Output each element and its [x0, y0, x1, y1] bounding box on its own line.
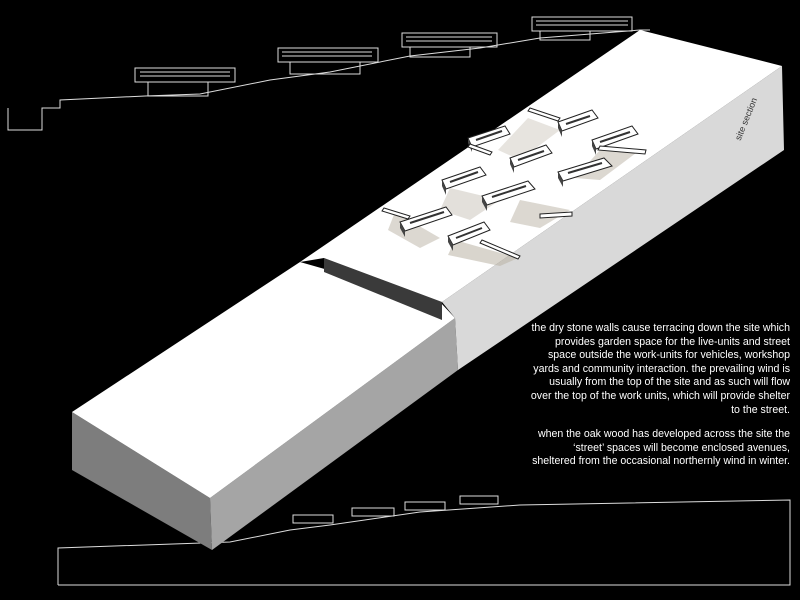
- description-paragraph-2: when the oak wood has developed across t…: [532, 428, 790, 468]
- housing-unit: [557, 109, 599, 137]
- housing-unit: [447, 221, 491, 251]
- housing-unit: [509, 144, 553, 173]
- housing-unit: [399, 206, 453, 237]
- upper-elevation-building-3: [401, 32, 498, 58]
- site-model-lower-block: [72, 262, 458, 550]
- description-paragraph-1: the dry stone walls cause terracing down…: [530, 322, 790, 416]
- upper-elevation-building-1: [134, 67, 236, 97]
- lower-block-top: [72, 262, 455, 498]
- upper-block-step-face: [324, 258, 442, 320]
- housing-units: [381, 107, 647, 260]
- housing-unit: [557, 157, 613, 187]
- lower-block-side: [72, 412, 212, 550]
- lower-site-section-elevation: [57, 495, 791, 586]
- housing-unit: [481, 180, 536, 211]
- upper-site-section-elevation: [7, 16, 650, 131]
- lower-block-front: [210, 318, 458, 550]
- upper-elevation-building-4: [531, 16, 633, 41]
- description-text: the dry stone walls cause terracing down…: [528, 322, 790, 480]
- upper-block-front: [442, 66, 784, 370]
- upper-elevation-building-2: [277, 47, 379, 75]
- garden-walls: [381, 107, 647, 260]
- housing-unit: [591, 125, 639, 155]
- housing-unit: [441, 166, 487, 195]
- terrace-shadows: [388, 118, 640, 266]
